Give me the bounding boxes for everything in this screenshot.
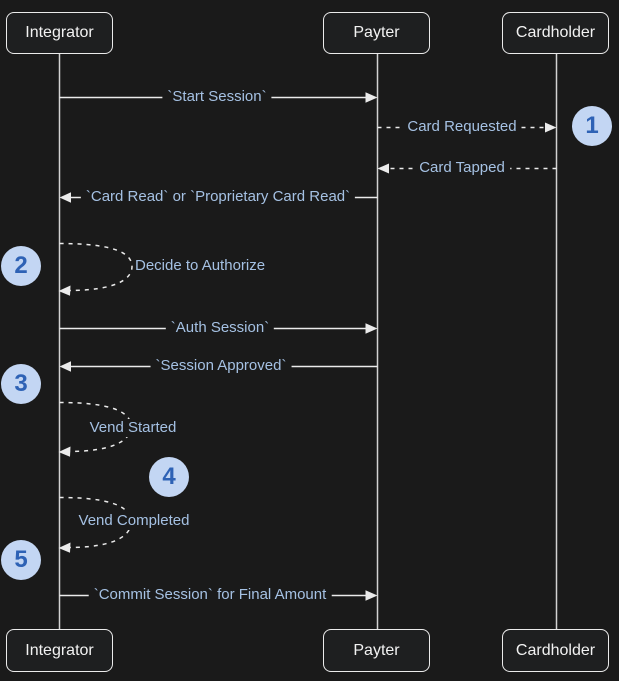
message-label-auth-session: `Auth Session` xyxy=(165,319,275,337)
step-badge-3: 3 xyxy=(1,364,41,404)
actor-box-integrator-bottom: Integrator xyxy=(6,629,113,672)
arrowhead-left-icon xyxy=(59,361,71,372)
arrowhead-right-icon xyxy=(545,122,557,133)
step-badge-2: 2 xyxy=(1,246,41,286)
arrowhead-left-icon xyxy=(59,192,71,203)
message-label-decide-to-authorize: Decide to Authorize xyxy=(133,257,270,275)
step-badge-1: 1 xyxy=(572,106,612,146)
message-label-card-tapped: Card Tapped xyxy=(414,159,510,177)
actor-label: Cardholder xyxy=(515,24,596,41)
arrowhead-left-icon xyxy=(58,285,71,296)
arrowhead-right-icon xyxy=(365,92,378,103)
message-label-card-requested: Card Requested xyxy=(402,118,522,136)
actor-label: Payter xyxy=(353,24,400,41)
arrowhead-right-icon xyxy=(365,590,378,601)
actor-label: Integrator xyxy=(25,24,94,41)
step-badge-4: 4 xyxy=(149,457,189,497)
arrowhead-left-icon xyxy=(377,163,389,174)
actor-label: Cardholder xyxy=(515,641,596,659)
self-loop-decide-to-authorize xyxy=(59,242,133,292)
actor-box-cardholder-top: Cardholder xyxy=(502,12,609,54)
message-label-session-approved: `Session Approved` xyxy=(150,357,292,375)
message-label-card-read: `Card Read` or `Proprietary Card Read` xyxy=(80,188,356,206)
actor-label: Integrator xyxy=(25,641,94,659)
message-label-start-session: `Start Session` xyxy=(162,88,272,106)
arrowhead-right-icon xyxy=(365,323,378,334)
actor-box-cardholder-bottom: Cardholder xyxy=(502,629,609,672)
message-label-vend-started: Vend Started xyxy=(84,419,182,437)
message-label-vend-completed: Vend Completed xyxy=(73,512,195,530)
step-badge-5: 5 xyxy=(1,540,41,580)
arrowhead-left-icon xyxy=(58,542,71,553)
arrowhead-left-icon xyxy=(58,446,71,457)
actor-label: Payter xyxy=(353,641,400,659)
actor-box-integrator-top: Integrator xyxy=(6,12,113,54)
actor-box-payter-bottom: Payter xyxy=(323,629,430,672)
actor-box-payter-top: Payter xyxy=(323,12,430,54)
message-label-commit-session: `Commit Session` for Final Amount xyxy=(88,586,332,604)
